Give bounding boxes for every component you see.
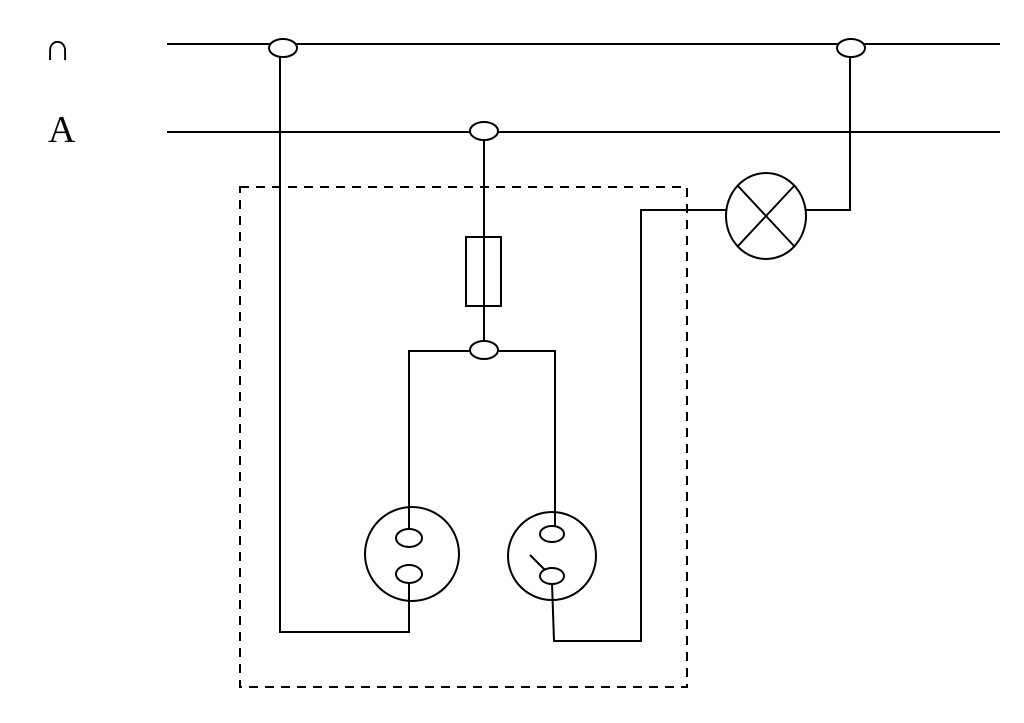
socket-icon: [364, 506, 460, 602]
branch-node: [469, 340, 499, 360]
top-bus-node-right: [836, 38, 866, 58]
switch-feed-wire: [484, 350, 556, 527]
second-line-label: A: [48, 109, 76, 151]
socket-return-wire: [279, 48, 410, 633]
top-line-label: ∩: [44, 27, 71, 69]
switch-blade: [529, 554, 546, 571]
switch-to-lamp-wire: [551, 209, 726, 642]
switch-icon: [507, 511, 597, 601]
dashed-enclosure: [239, 186, 688, 688]
lamp-to-top-bus-wire: [806, 48, 851, 211]
socket-feed-wire: [408, 350, 484, 537]
second-bus-node: [469, 121, 499, 141]
lamp-icon: [725, 172, 807, 260]
top-bus-node-left: [268, 38, 298, 58]
